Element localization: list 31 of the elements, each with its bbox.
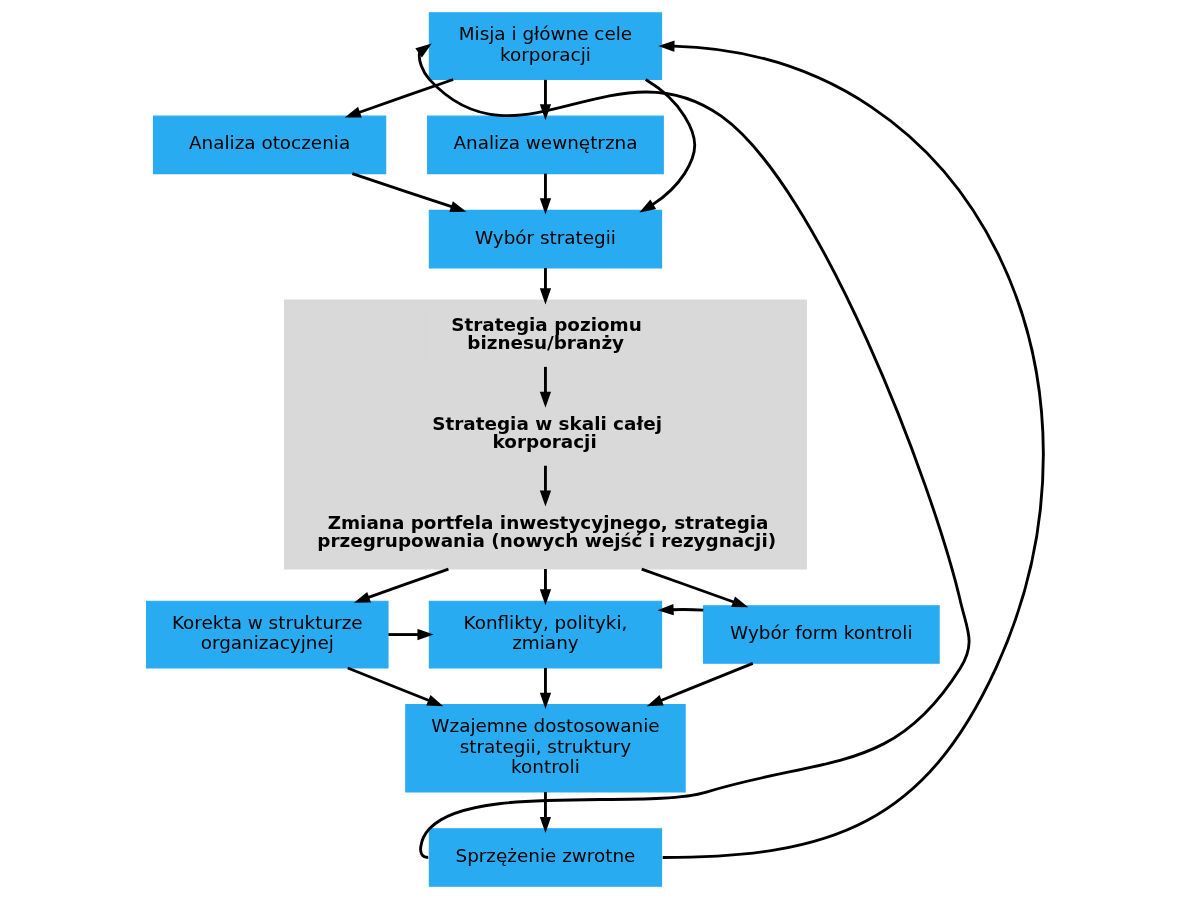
arrow bbox=[640, 567, 748, 608]
node-box: Konflikty, polityki, zmiany bbox=[428, 600, 662, 669]
node-box: Wybór strategii bbox=[428, 209, 662, 269]
node-box: Korekta w strukturze organizacyjnej bbox=[145, 600, 389, 669]
arrow bbox=[657, 40, 1044, 859]
arrow bbox=[539, 173, 551, 215]
node-box: Misja i główne cele korporacji bbox=[428, 12, 662, 80]
arrow bbox=[539, 268, 551, 305]
node-text: Strategia w skali całej korporacji bbox=[431, 412, 662, 453]
arrow bbox=[353, 567, 449, 603]
node-box: Wybór form kontroli bbox=[702, 605, 940, 664]
node-box: Analiza wewnętrzna bbox=[426, 115, 664, 175]
node-text: Zmiana portfela inwestycyjnego, strategia przegrupowania (nowych wejść i rezygnacji) bbox=[316, 511, 776, 551]
arrow bbox=[346, 666, 443, 707]
node-box: Analiza otoczenia bbox=[152, 115, 386, 175]
arrow bbox=[638, 78, 696, 213]
arrow bbox=[351, 172, 466, 212]
node-box: Wzajemne dostosowanie strategii, struktury kontroli bbox=[404, 704, 686, 793]
node-box: Sprzężenie zwrotne bbox=[428, 828, 662, 887]
arrow bbox=[539, 569, 551, 606]
arrow bbox=[539, 366, 551, 408]
arrow bbox=[539, 79, 551, 121]
arrow bbox=[539, 792, 551, 834]
arrow bbox=[657, 604, 703, 616]
arrow bbox=[387, 628, 434, 641]
arrow bbox=[539, 667, 551, 709]
arrow bbox=[646, 662, 753, 707]
cluster bbox=[283, 299, 807, 570]
arrow bbox=[539, 465, 551, 507]
node-text: Strategia poziomu biznesu/branży bbox=[450, 313, 642, 354]
arrow bbox=[344, 78, 454, 118]
